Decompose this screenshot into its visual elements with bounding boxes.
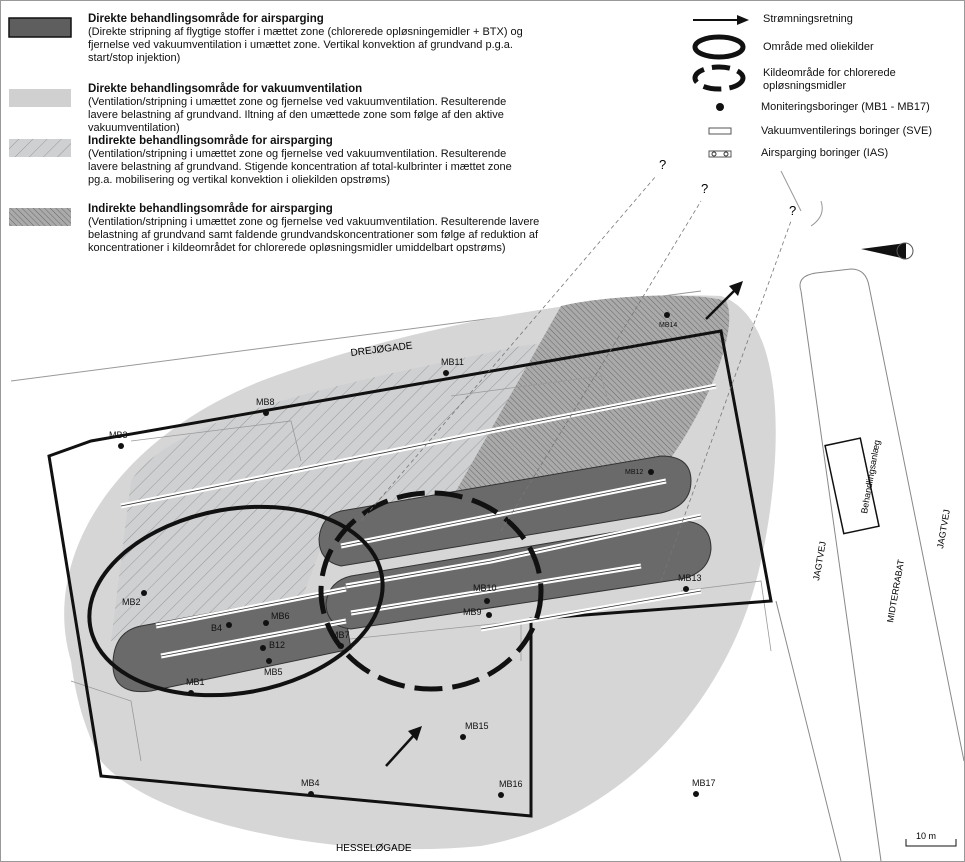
street-jagtvej-right: JAGTVEJ: [935, 509, 952, 550]
legend-text: (Direkte stripning af flygtige stoffer i…: [88, 26, 523, 64]
street-hesselogade: HESSELØGADE: [336, 843, 412, 854]
monitoring-well-label: MB11: [441, 357, 464, 367]
legend-title: Indirekte behandlingsområde for airsparg…: [88, 135, 333, 147]
leader-lines: [360, 175, 792, 582]
jagtvej-road-edge: [800, 290, 882, 861]
monitoring-well-label: MB7: [331, 630, 350, 640]
oil-source-area: [87, 504, 385, 698]
jagtvej-road-edge: [775, 600, 842, 861]
monitoring-well-label: MB17: [692, 778, 716, 788]
monitoring-well-marker: [266, 658, 272, 664]
monitoring-well-marker: [118, 443, 124, 449]
swatch-indirect: [9, 139, 71, 157]
midterrabat-label: MIDTERRABAT: [885, 558, 906, 623]
legend-text: (Ventilation/stripning i umættet zone og…: [88, 216, 540, 254]
monitoring-well-label: MB13: [678, 573, 702, 583]
monitoring-well-label: MB1: [186, 677, 205, 687]
jagtvej-road-edge: [799, 268, 964, 762]
indirect-airsparging-area-dense: [456, 295, 730, 491]
monitoring-well-label: MB8: [256, 397, 275, 407]
legend-ias-icon: [708, 150, 732, 158]
symbol-ias-label: Airsparging boringer (IAS): [761, 147, 889, 159]
symbol-mb-label: Moniteringsboringer (MB1 - MB17): [761, 101, 930, 113]
question-mark: ?: [659, 157, 666, 172]
swatch-vacuum: [9, 89, 71, 107]
monitoring-well-label: MB10: [473, 583, 497, 593]
flow-arrow: [385, 726, 422, 767]
monitoring-well-marker: [486, 612, 492, 618]
monitoring-well-label: MB14: [659, 322, 677, 329]
question-mark: ?: [701, 181, 708, 196]
legend-item-vacuum: Direkte behandlingsområde for vakuumvent…: [88, 83, 528, 135]
monitoring-well-marker: [226, 622, 232, 628]
legend-text: (Ventilation/stripning i umættet zone og…: [88, 148, 512, 186]
treatment-plant-box: [824, 437, 880, 535]
monitoring-well-marker: [443, 370, 449, 376]
swatch-direct-airsparging: [8, 17, 72, 38]
monitoring-wells: MB1MB2MB3MB4MB5MB6MB7MB8MB9MB10MB11MB12M…: [109, 312, 716, 798]
monitoring-well-marker: [263, 410, 269, 416]
monitoring-well-marker: [338, 643, 344, 649]
legend-title: Direkte behandlingsområde for airspargin…: [88, 13, 324, 25]
chlorinated-source-area: [318, 490, 544, 692]
legend-title: Direkte behandlingsområde for vakuumvent…: [88, 83, 363, 95]
property-boundary: [47, 329, 773, 818]
monitoring-well-marker: [648, 469, 654, 475]
swatch-indirect-dense: [9, 208, 71, 226]
legend-item-direct-airsparging: Direkte behandlingsområde for airspargin…: [88, 13, 558, 65]
monitoring-well-label: MB16: [499, 779, 523, 789]
legend-text: (Ventilation/stripning i umættet zone og…: [88, 96, 507, 134]
monitoring-well-label: MB9: [463, 607, 482, 617]
monitoring-well-marker: [484, 598, 490, 604]
monitoring-well-marker: [308, 791, 314, 797]
legend-title: Indirekte behandlingsområde for airsparg…: [88, 203, 333, 215]
monitoring-well-marker: [263, 620, 269, 626]
symbol-sve-label: Vakuumventilerings boringer (SVE): [761, 125, 932, 137]
monitoring-well-marker: [188, 690, 194, 696]
legend-item-indirect: Indirekte behandlingsområde for airsparg…: [88, 135, 528, 187]
legend-sve-icon: [708, 127, 732, 135]
street-jagtvej-left: JAGTVEJ: [811, 541, 828, 582]
monitoring-well-label: MB15: [465, 721, 489, 731]
north-arrow-icon: [861, 242, 914, 260]
monitoring-well-marker: [664, 312, 670, 318]
flow-arrow: [705, 281, 743, 320]
scale-bar: [905, 839, 957, 847]
monitoring-well-marker: [693, 791, 699, 797]
monitoring-well-label: MB12: [625, 469, 643, 476]
monitoring-well-label: MB6: [271, 611, 290, 621]
monitoring-well-marker: [498, 792, 504, 798]
legend-chlor-icon: [692, 64, 746, 92]
monitoring-well-label: MB5: [264, 667, 283, 677]
monitoring-well-label: B12: [269, 640, 285, 650]
monitoring-well-label: B4: [211, 623, 222, 633]
legend-item-indirect-dense: Indirekte behandlingsområde for airsparg…: [88, 203, 548, 255]
monitoring-well-marker: [460, 734, 466, 740]
legend-flow-arrow-icon: [693, 15, 749, 25]
legend-oil-icon: [692, 34, 746, 60]
monitoring-well-label: MB4: [301, 778, 320, 788]
monitoring-well-label: MB3: [109, 430, 128, 440]
monitoring-well-marker: [141, 590, 147, 596]
symbol-flow-label: Strømningsretning: [763, 13, 853, 25]
monitoring-well-marker: [260, 645, 266, 651]
monitoring-well-label: MB2: [122, 597, 141, 607]
legend-mb-icon: [716, 103, 724, 111]
question-mark: ?: [789, 203, 796, 218]
symbol-oil-label: Område med oliekilder: [763, 41, 874, 53]
monitoring-well-marker: [683, 586, 689, 592]
symbol-chlor-label: Kildeområde for chlorerede opløsningsmid…: [763, 67, 896, 92]
indirect-airsparging-area: [111, 341, 561, 641]
scale-label: 10 m: [916, 831, 936, 841]
